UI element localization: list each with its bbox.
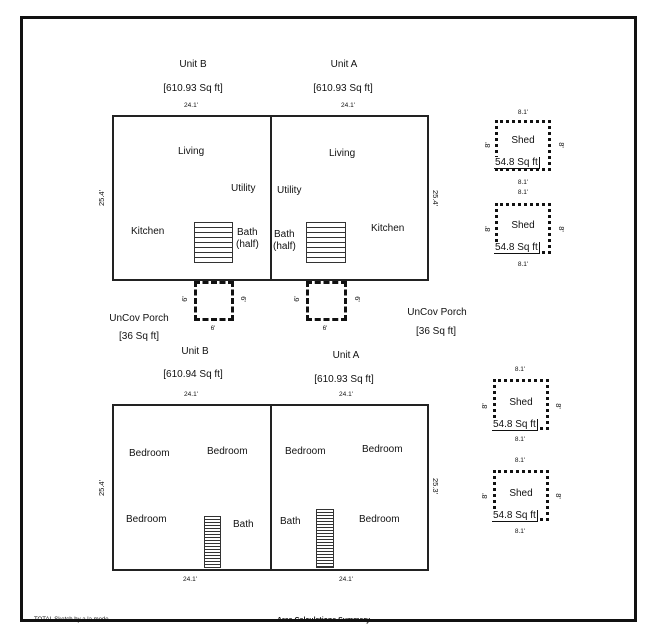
porch-right-side-right: 6' [353, 296, 362, 302]
shed-3-area: 54.8 Sq ft [492, 419, 538, 431]
top-unit-b-width: 24.1' [184, 102, 198, 109]
top-unit-b-living-label: Living [178, 146, 205, 157]
shed-2-top-dim: 8.1' [517, 189, 529, 196]
porch-left-side-left: 6' [180, 296, 189, 302]
top-unit-b-utility-label: Utility [231, 183, 256, 194]
bottom-unit-b-bedroom-1: Bedroom [129, 448, 170, 459]
top-unit-a-height: 25.4' [431, 189, 440, 207]
top-unit-a-kitchen-label: Kitchen [371, 223, 405, 234]
porch-right-outline [306, 281, 347, 321]
porch-right-area: [36 Sq ft] [415, 326, 457, 337]
footer-summary-title: Area Calculations Summary [277, 617, 370, 624]
shed-3-right-dim: 8' [554, 403, 563, 409]
porch-left-area: [36 Sq ft] [118, 331, 160, 342]
porch-left-outline [194, 281, 234, 321]
shed-1-name: Shed [511, 135, 535, 146]
top-unit-a-name: Unit A [330, 59, 358, 70]
shed-2-outline: Shed 54.8 Sq ft [494, 203, 551, 254]
porch-right-width: 6' [322, 325, 328, 332]
shed-3-left-dim: 8' [480, 403, 489, 409]
porch-right-name: UnCov Porch [407, 307, 467, 318]
shed-2-bottom-dim: 8.1' [517, 261, 529, 268]
shed-3-outline: Shed 54.8 Sq ft [492, 379, 549, 431]
porch-left-side-right: 6' [239, 296, 248, 302]
shed-2-right-dim: 8' [557, 226, 566, 232]
top-unit-a-stairs [306, 222, 346, 263]
bottom-unit-b-area: [610.94 Sq ft] [163, 369, 223, 380]
bottom-unit-a-bath: Bath [280, 516, 301, 527]
top-unit-a-outline [270, 115, 429, 281]
shed-1-right-dim: 8' [557, 142, 566, 148]
shed-4-top-dim: 8.1' [514, 457, 526, 464]
shed-1-area: 54.8 Sq ft [494, 157, 540, 169]
bottom-unit-b-outline [112, 404, 272, 571]
shed-3-top-dim: 8.1' [514, 366, 526, 373]
bottom-unit-b-bedroom-2: Bedroom [207, 446, 248, 457]
shed-3-name: Shed [509, 397, 533, 408]
bottom-unit-a-outline [270, 404, 429, 571]
bottom-unit-b-width-top: 24.1' [184, 391, 198, 398]
top-unit-a-living-label: Living [329, 148, 356, 159]
top-unit-b-height: 25.4' [97, 189, 106, 207]
top-unit-b-stairs [194, 222, 233, 263]
bottom-unit-a-bedroom-1: Bedroom [285, 446, 326, 457]
bottom-unit-b-stairs [204, 516, 221, 568]
porch-right-side-left: 6' [292, 296, 301, 302]
bottom-unit-b-width-bottom: 24.1' [183, 576, 197, 583]
shed-1-outline: Shed 54.8 Sq ft [494, 120, 551, 171]
top-unit-a-bath-note: (half) [273, 241, 296, 252]
top-unit-b-kitchen-label: Kitchen [131, 226, 165, 237]
bottom-unit-a-bedroom-3: Bedroom [359, 514, 400, 525]
shed-2-left-dim: 8' [483, 226, 492, 232]
shed-4-outline: Shed 54.8 Sq ft [492, 470, 549, 522]
bottom-unit-a-stairs [316, 509, 334, 568]
bottom-unit-a-width-top: 24.1' [339, 391, 353, 398]
bottom-unit-b-height: 25.4' [97, 479, 106, 497]
top-unit-a-width: 24.1' [341, 102, 355, 109]
bottom-unit-b-name: Unit B [181, 346, 209, 357]
shed-4-left-dim: 8' [480, 493, 489, 499]
shed-2-area: 54.8 Sq ft [494, 242, 540, 254]
bottom-unit-b-bath: Bath [233, 519, 254, 530]
footer-software-label: TOTAL Sketch by a la mode [34, 617, 109, 623]
shed-4-name: Shed [509, 488, 533, 499]
shed-2-name: Shed [511, 220, 535, 231]
top-unit-a-utility-label: Utility [277, 185, 302, 196]
bottom-unit-a-height: 25.3' [431, 477, 440, 495]
porch-left-width: 6' [210, 325, 216, 332]
bottom-unit-a-area: [610.93 Sq ft] [314, 374, 374, 385]
shed-4-area: 54.8 Sq ft [492, 510, 538, 522]
bottom-unit-a-width-bottom: 24.1' [339, 576, 353, 583]
top-unit-b-name: Unit B [179, 59, 207, 70]
shed-4-right-dim: 8' [554, 493, 563, 499]
bottom-unit-a-bedroom-2: Bedroom [362, 444, 403, 455]
top-unit-b-bath-note: (half) [236, 239, 259, 250]
shed-4-bottom-dim: 8.1' [514, 528, 526, 535]
porch-left-name: UnCov Porch [109, 313, 169, 324]
top-unit-b-bath-label: Bath [237, 227, 258, 238]
shed-1-bottom-dim: 8.1' [517, 179, 529, 186]
top-unit-b-area: [610.93 Sq ft] [163, 83, 223, 94]
bottom-unit-a-name: Unit A [332, 350, 360, 361]
top-unit-a-bath-label: Bath [274, 229, 295, 240]
sketch-frame [20, 16, 637, 622]
shed-1-left-dim: 8' [483, 142, 492, 148]
shed-1-top-dim: 8.1' [517, 109, 529, 116]
top-unit-b-outline [112, 115, 272, 281]
top-unit-a-area: [610.93 Sq ft] [313, 83, 373, 94]
bottom-unit-b-bedroom-3: Bedroom [126, 514, 167, 525]
shed-3-bottom-dim: 8.1' [514, 436, 526, 443]
